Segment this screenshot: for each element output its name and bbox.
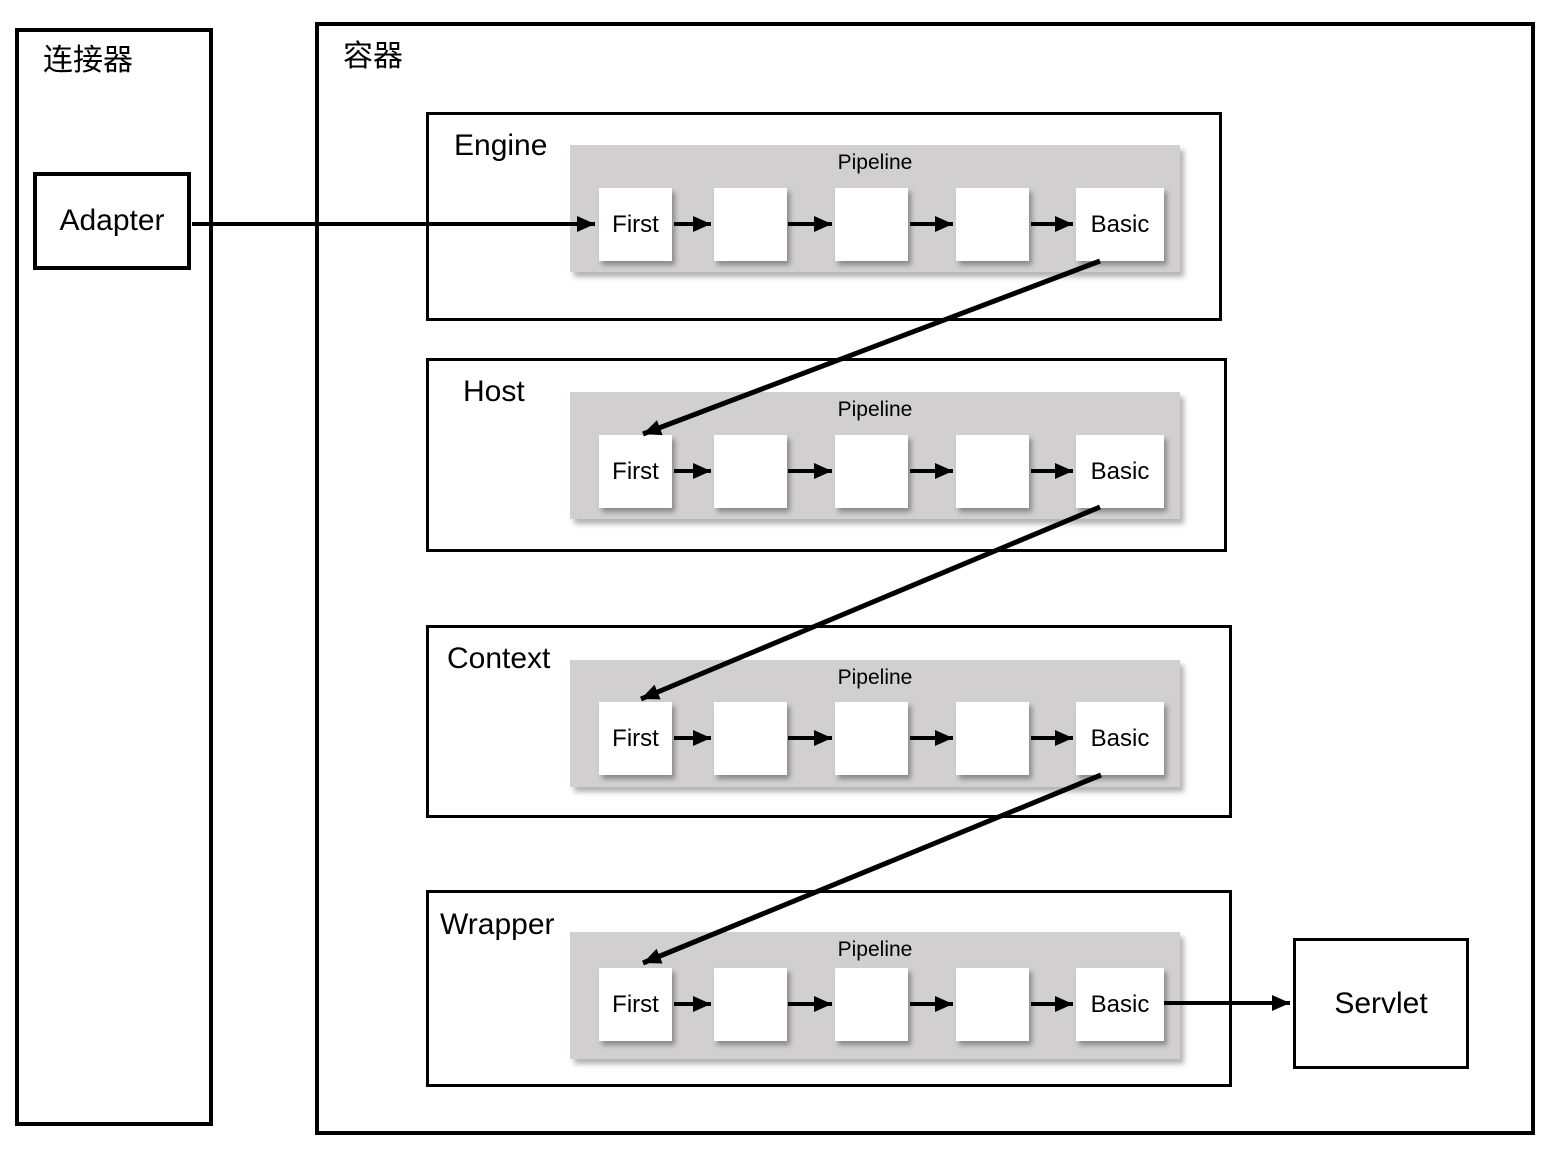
- host-title: Host: [463, 375, 525, 408]
- adapter-label: Adapter: [59, 204, 165, 237]
- engine-pipeline: Pipeline First Basic: [570, 145, 1180, 272]
- context-valve-first: First: [599, 702, 672, 775]
- context-valve-first-label: First: [612, 724, 659, 752]
- engine-valve-basic: Basic: [1076, 188, 1164, 261]
- context-valve-2: [714, 702, 787, 775]
- context-valve-basic-label: Basic: [1090, 724, 1150, 752]
- host-valve-first: First: [599, 435, 672, 508]
- context-pipeline-title: Pipeline: [837, 666, 913, 689]
- engine-valve-4: [956, 188, 1029, 261]
- host-valve-4: [956, 435, 1029, 508]
- engine-valve-2: [714, 188, 787, 261]
- wrapper-valve-3: [835, 968, 908, 1041]
- engine-valve-3: [835, 188, 908, 261]
- host-box: Host Pipeline First Basic: [426, 358, 1227, 552]
- wrapper-pipeline-title: Pipeline: [837, 938, 913, 961]
- engine-valve-basic-label: Basic: [1090, 210, 1150, 238]
- host-valve-basic-label: Basic: [1090, 457, 1150, 485]
- container-label: 容器: [343, 40, 403, 73]
- context-title: Context: [447, 642, 551, 675]
- wrapper-valve-first-label: First: [612, 990, 659, 1018]
- wrapper-pipeline: Pipeline First Basic: [570, 932, 1180, 1059]
- host-valve-first-label: First: [612, 457, 659, 485]
- connector-box: 连接器 Adapter: [15, 28, 213, 1126]
- host-valve-basic: Basic: [1076, 435, 1164, 508]
- host-pipeline-title: Pipeline: [837, 398, 913, 421]
- host-pipeline: Pipeline First Basic: [570, 392, 1180, 519]
- engine-valve-first-label: First: [612, 210, 659, 238]
- adapter-box: Adapter: [33, 172, 191, 270]
- wrapper-valve-2: [714, 968, 787, 1041]
- context-valve-basic: Basic: [1076, 702, 1164, 775]
- context-box: Context Pipeline First Basic: [426, 625, 1232, 818]
- servlet-box: Servlet: [1293, 938, 1469, 1069]
- wrapper-valve-basic-label: Basic: [1090, 990, 1150, 1018]
- engine-title: Engine: [454, 129, 548, 162]
- host-valve-3: [835, 435, 908, 508]
- connector-label: 连接器: [43, 44, 133, 77]
- context-valve-3: [835, 702, 908, 775]
- context-pipeline: Pipeline First Basic: [570, 660, 1180, 787]
- engine-pipeline-title: Pipeline: [837, 151, 913, 174]
- wrapper-valve-4: [956, 968, 1029, 1041]
- engine-valve-first: First: [599, 188, 672, 261]
- servlet-label: Servlet: [1334, 986, 1428, 1020]
- wrapper-title: Wrapper: [440, 908, 555, 941]
- context-valve-4: [956, 702, 1029, 775]
- host-valve-2: [714, 435, 787, 508]
- wrapper-box: Wrapper Pipeline First Basic: [426, 890, 1232, 1087]
- engine-box: Engine Pipeline First Basic: [426, 112, 1222, 321]
- wrapper-valve-first: First: [599, 968, 672, 1041]
- wrapper-valve-basic: Basic: [1076, 968, 1164, 1041]
